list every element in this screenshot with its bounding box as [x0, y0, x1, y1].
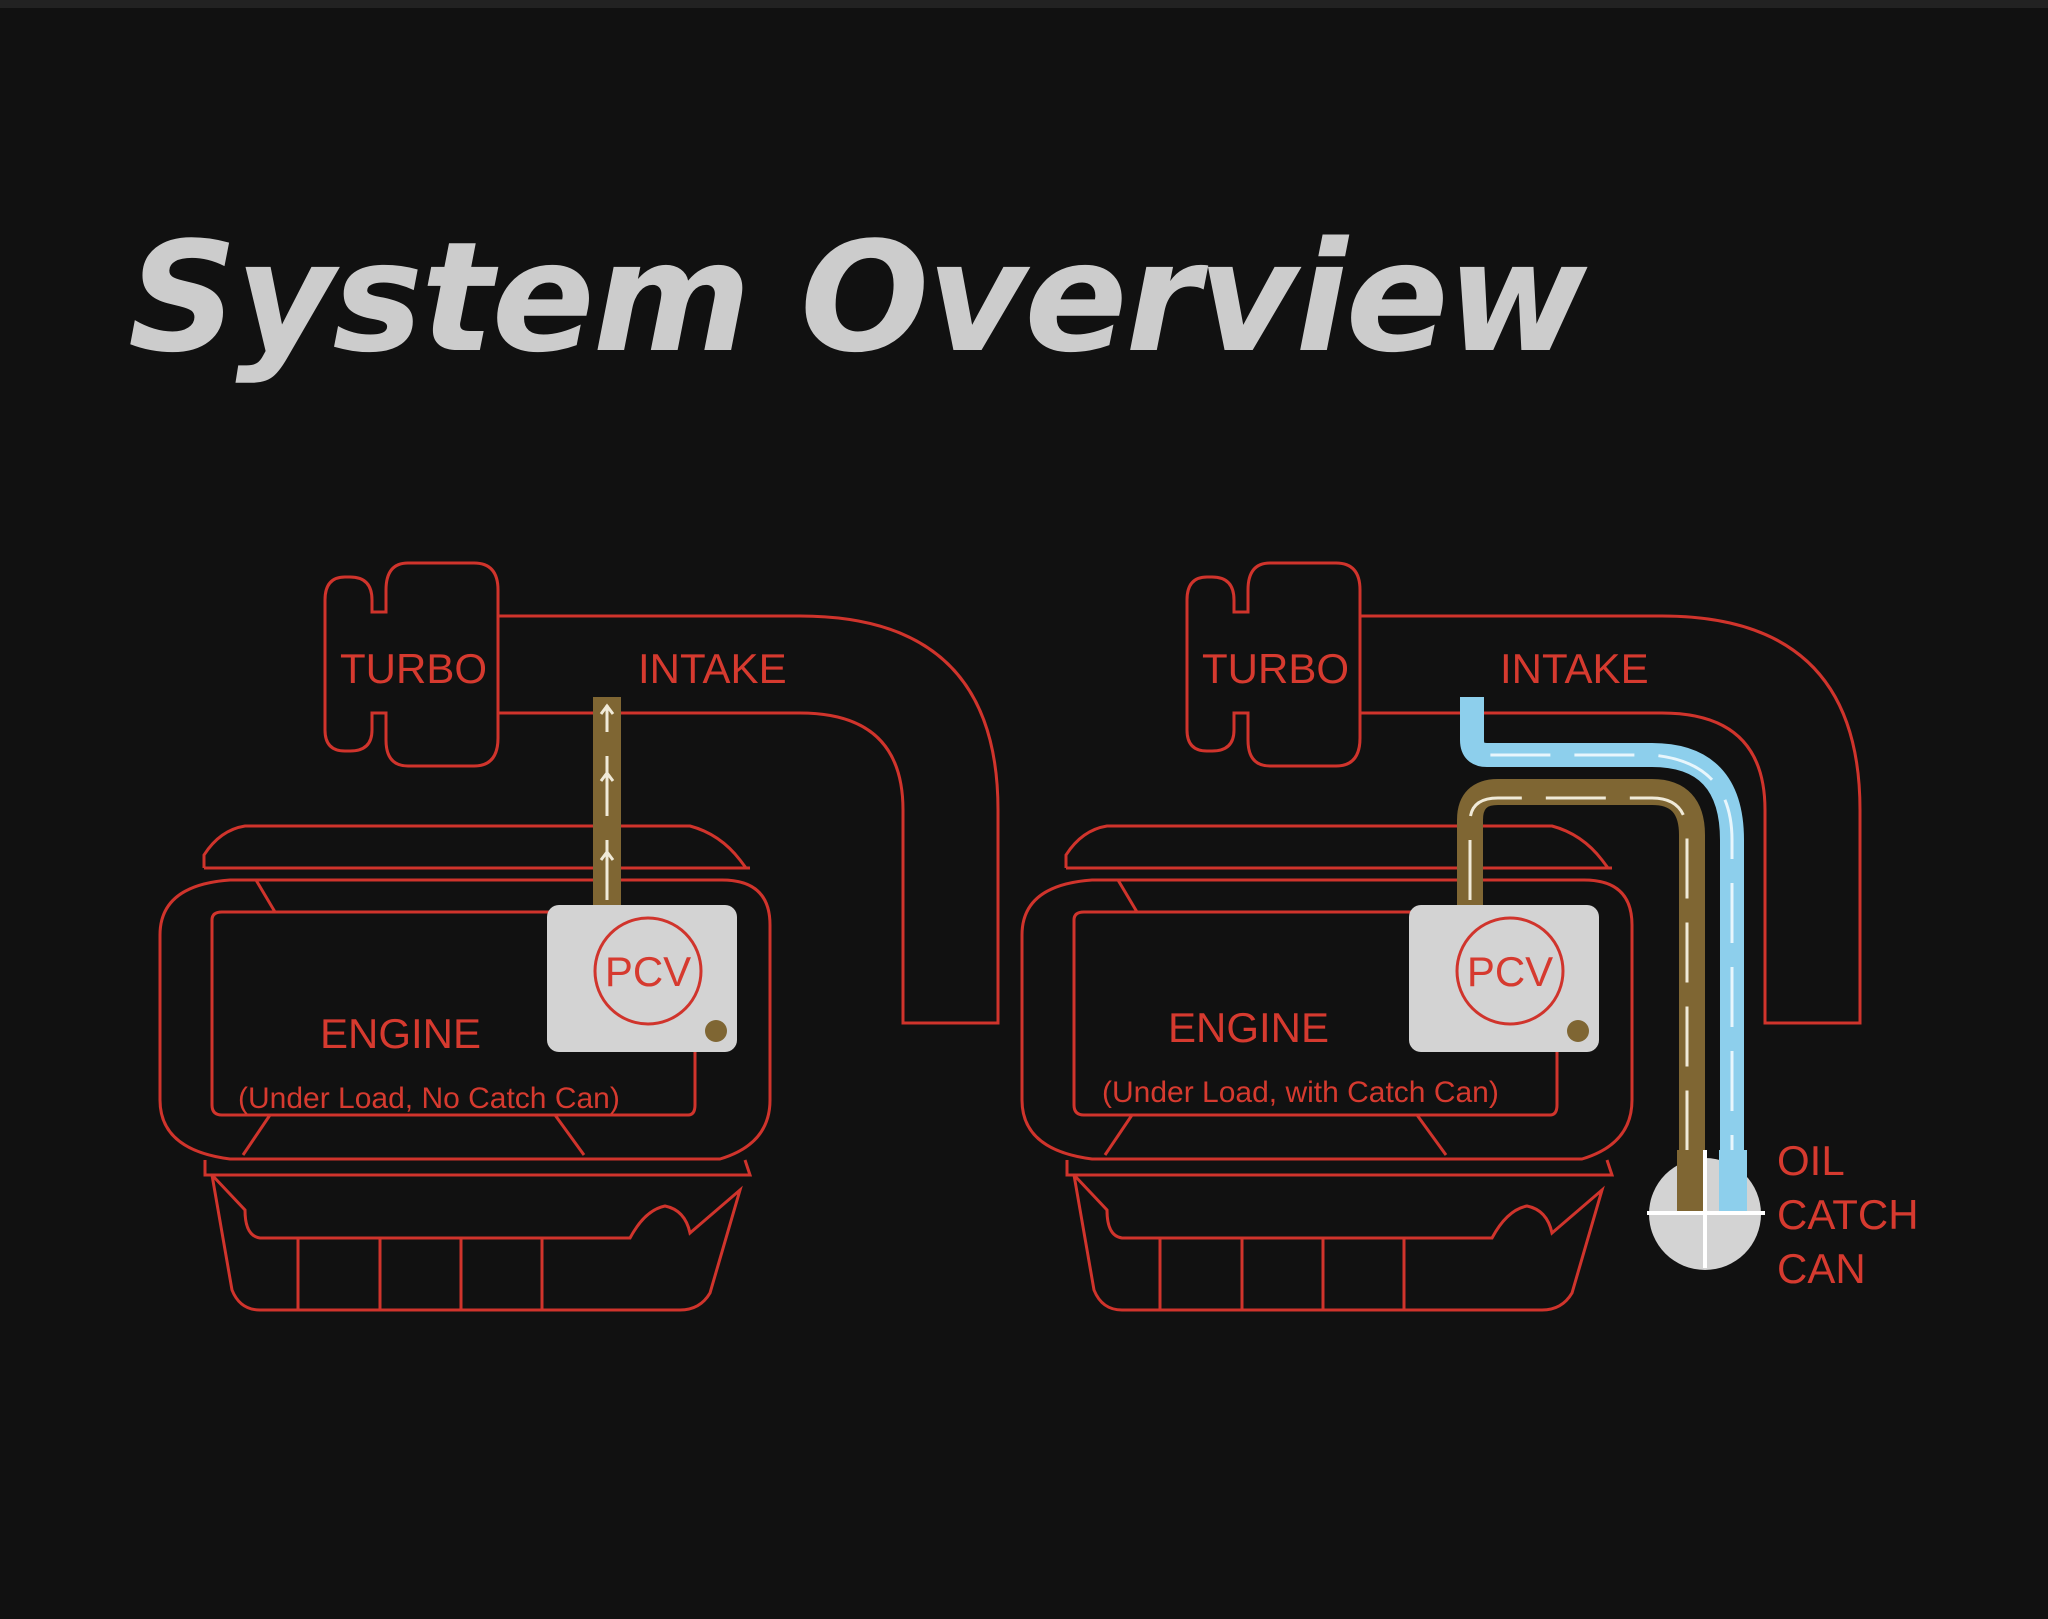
clean-air-flow-arrows	[1487, 753, 1734, 1195]
oil-vapor-flow-arrows	[1468, 796, 1689, 1195]
catch-can-label-line2: CATCH	[1777, 1191, 1919, 1238]
arrow-up-icon	[599, 703, 615, 861]
page-title: System Overview	[128, 209, 1587, 386]
pcv-label: PCV	[605, 948, 691, 995]
engine-sublabel: (Under Load, with Catch Can)	[1102, 1076, 1499, 1109]
pcv-label: PCV	[1467, 948, 1553, 995]
pcv-valve	[1409, 905, 1599, 1052]
pcv-circle	[593, 916, 703, 1026]
turbo-label: TURBO	[1202, 645, 1349, 692]
pcv-port-dot	[705, 1020, 727, 1042]
catch-can-label-line3: CAN	[1777, 1245, 1866, 1292]
engine-sublabel: (Under Load, No Catch Can)	[238, 1082, 620, 1115]
pcv-valve	[547, 905, 737, 1052]
diagram-with-catch-can: TURBO INTAKE ENGINE (Under Load, with Ca…	[1020, 561, 1919, 1312]
diagram-no-catch-can: TURBO INTAKE ENGINE (Under Load, No Catc…	[158, 561, 1000, 1312]
engine-block	[158, 824, 772, 1312]
engine-label: ENGINE	[320, 1010, 481, 1057]
intake-pipe	[1360, 614, 1862, 1025]
top-bar	[0, 0, 2048, 8]
intake-label: INTAKE	[1500, 645, 1649, 692]
turbo-housing	[1185, 561, 1362, 768]
pcv-port-dot	[1567, 1020, 1589, 1042]
pcv-circle	[1455, 916, 1565, 1026]
intake-pipe	[498, 614, 1000, 1025]
oil-vapor-pipe	[1457, 779, 1705, 1200]
turbo-housing	[323, 561, 500, 768]
catch-can-label-line1: OIL	[1777, 1137, 1845, 1184]
intake-label: INTAKE	[638, 645, 787, 692]
engine-block	[1020, 824, 1634, 1312]
engine-label: ENGINE	[1168, 1004, 1329, 1051]
oil-catch-can	[1647, 1150, 1765, 1270]
turbo-label: TURBO	[340, 645, 487, 692]
